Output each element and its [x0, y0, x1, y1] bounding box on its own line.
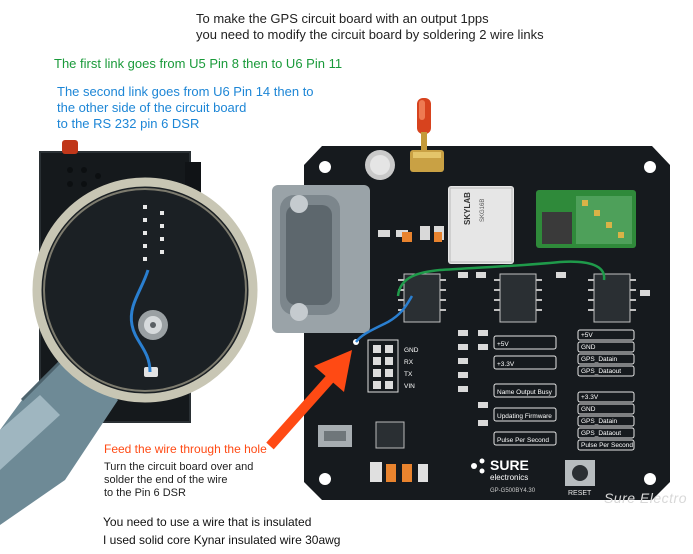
right-bottom-2-box [577, 415, 635, 427]
first-link-note: The first link goes from U5 Pin 8 then t… [54, 56, 343, 71]
turn-board-line-2: solder the end of the wire [104, 474, 228, 486]
pad-2-box [493, 383, 557, 398]
reset-label: RESET [568, 490, 592, 497]
j1-label-0: GND [404, 347, 419, 354]
link2-wire [355, 295, 414, 343]
right-bottom-1-box [577, 403, 635, 415]
right-top-3-label: GPS_Dataout [581, 368, 621, 375]
pad-4-label: Pulse Per Second [497, 437, 549, 444]
second-link-line-3: to the RS 232 pin 6 DSR [57, 116, 200, 131]
pad-1-label: +3.3V [497, 361, 515, 368]
second-link-line-2: the other side of the circuit board [57, 100, 247, 115]
j1-label-2: TX [404, 371, 413, 378]
right-top-2-label: GPS_Datain [581, 356, 618, 363]
part-number: GP-G500BY4.30 [490, 488, 536, 494]
feed-arrow [266, 350, 352, 450]
module-brand: SKYLAB [463, 192, 472, 225]
second-link-line-1: The second link goes from U6 Pin 14 then… [57, 84, 314, 99]
insulated-note-1: You need to use a wire that is insulated [103, 515, 312, 529]
right-bottom-0-label: +3.3V [581, 394, 599, 401]
right-bottom-1-label: GND [581, 406, 596, 413]
pad-1-box [493, 355, 557, 370]
magnifier-handle [0, 350, 118, 525]
right-top-1-label: GND [581, 344, 596, 351]
right-bottom-3-box [577, 427, 635, 439]
right-bottom-3-label: GPS_Dataout [581, 430, 621, 437]
j1-label-1: RX [404, 359, 414, 366]
j1-label-3: VIN [404, 383, 415, 390]
feed-wire-note: Feed the wire through the hole [104, 442, 267, 456]
pad-4-box [493, 431, 557, 446]
right-top-3-box [577, 365, 635, 377]
right-top-0-box [577, 329, 635, 341]
pad-0-label: +5V [497, 341, 509, 348]
right-top-0-label: +5V [581, 332, 593, 339]
j1-labels: GND RX TX VIN [404, 347, 419, 390]
pad-0-box [493, 335, 557, 350]
turn-board-line-1: Turn the circuit board over and [104, 461, 254, 473]
right-bottom-4-label: Pulse Per Second [581, 442, 633, 449]
insulated-note-2: I used solid core Kynar insulated wire 3… [103, 533, 341, 547]
right-bottom-0-box [577, 391, 635, 403]
intro-line-2: you need to modify the circuit board by … [196, 27, 544, 42]
brand-top: SURE [490, 457, 529, 473]
brand-bottom: electronics [490, 473, 528, 482]
right-top-1-box [577, 341, 635, 353]
gps-board: SKYLAB SKG16B [272, 98, 670, 500]
link1-wire [396, 260, 606, 297]
right-bottom-4-box [577, 439, 635, 451]
pad-3-box [493, 407, 557, 422]
module-model: SKG16B [480, 199, 486, 222]
sure-logo: SURE electronics GP-G500BY4.30 [471, 457, 536, 494]
watermark: Sure Electro [603, 490, 687, 506]
pad-3-label: Updating Firmware [497, 413, 552, 420]
right-top-2-box [577, 353, 635, 365]
right-bottom-2-label: GPS_Datain [581, 418, 618, 425]
magnifier-lens [32, 177, 258, 403]
pad-2-label: Name Output Busy [497, 389, 553, 396]
turn-board-line-3: to the Pin 6 DSR [104, 487, 186, 499]
intro-line-1: To make the GPS circuit board with an ou… [196, 11, 489, 26]
